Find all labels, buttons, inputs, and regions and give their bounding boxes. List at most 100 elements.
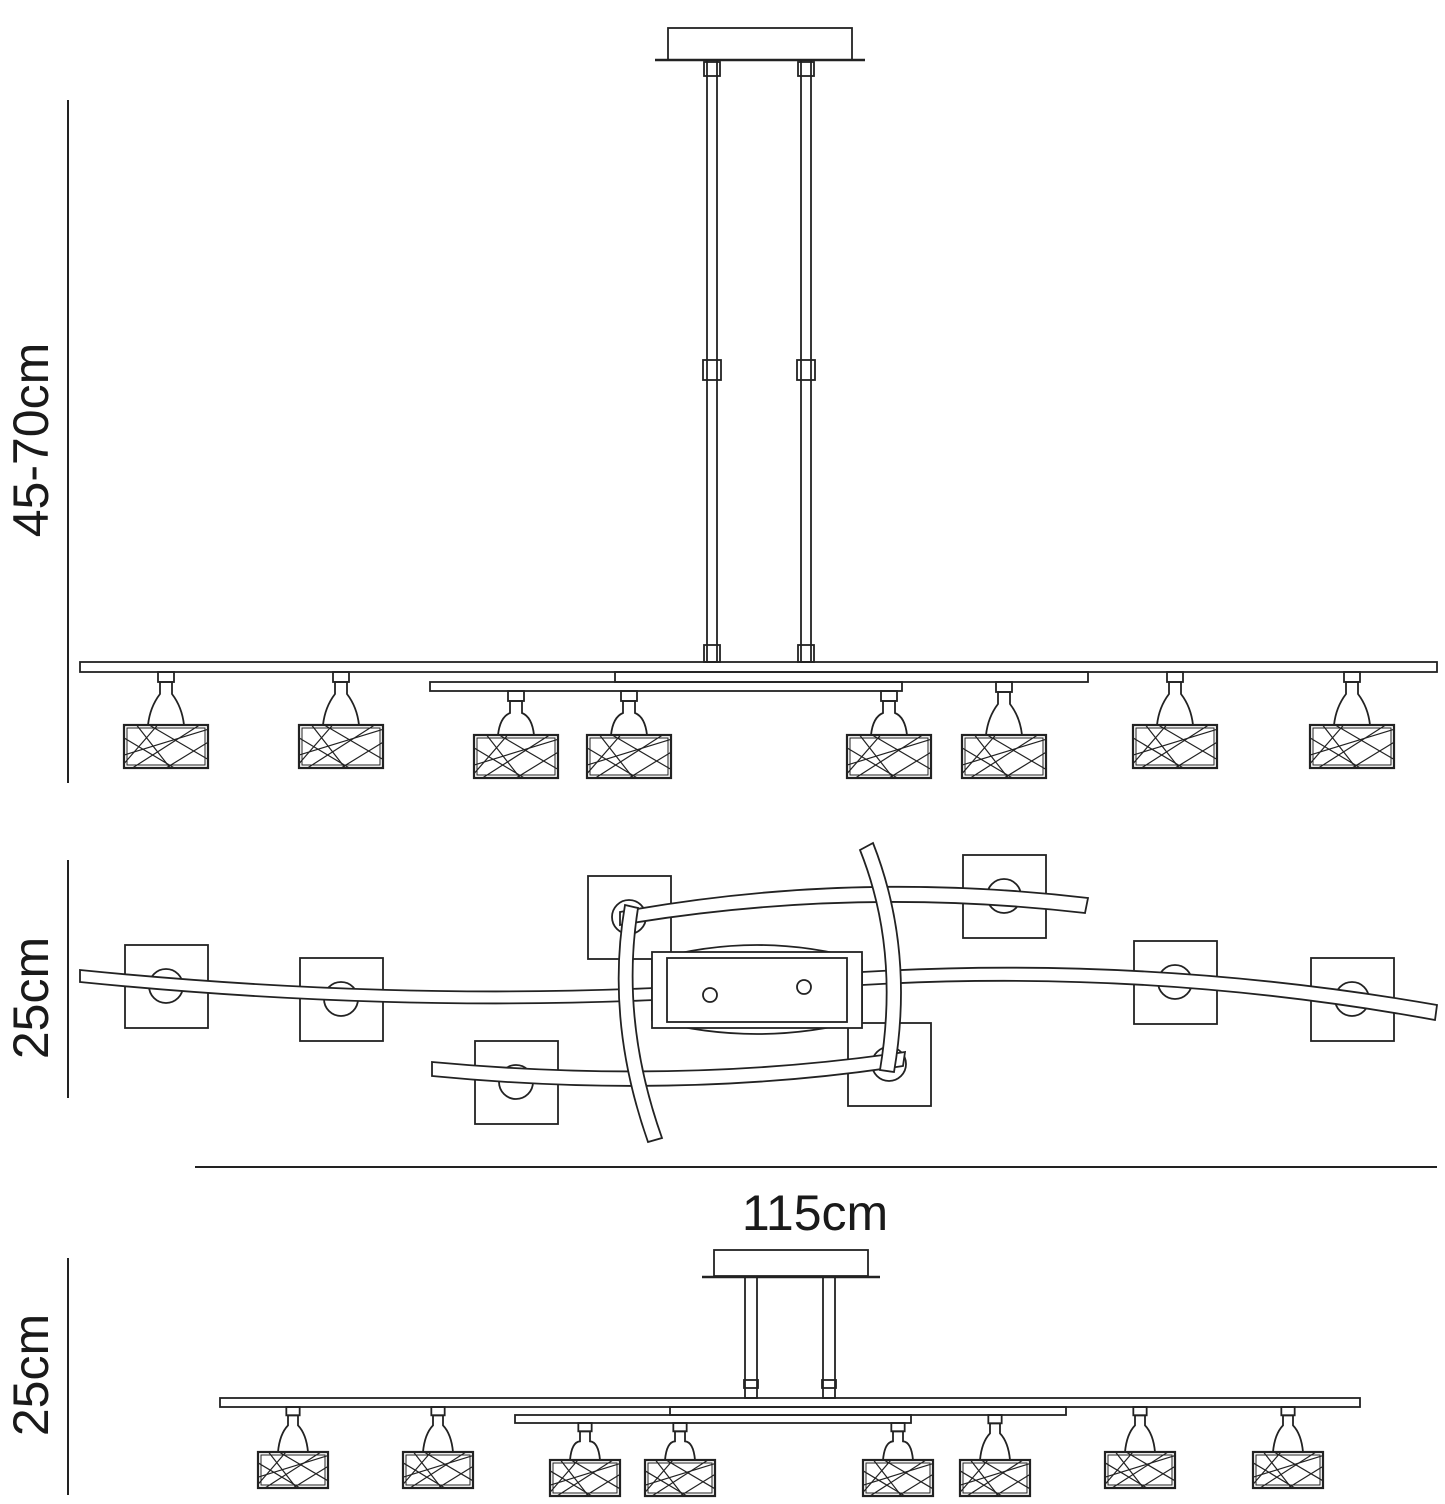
spot-lamp-head — [1155, 681, 1195, 726]
glass-shade-inner — [962, 1462, 1028, 1494]
shade-pattern-line — [570, 1459, 621, 1490]
glass-shade-inner — [476, 737, 556, 776]
suspension-rod — [706, 59, 718, 663]
shade-pattern-line — [1259, 1451, 1317, 1489]
flush-height-label: 25cm — [3, 1314, 59, 1436]
shade-pattern-line — [556, 1459, 614, 1497]
shade-pattern-line — [1132, 724, 1168, 765]
shade-pattern-line — [515, 751, 559, 779]
shade-pattern-line — [655, 1459, 684, 1497]
secondary-bar — [429, 681, 903, 692]
light-arm — [79, 969, 656, 1005]
secondary-bar — [669, 1406, 1067, 1416]
shade-pattern-line — [628, 751, 672, 779]
spot-mount — [1166, 671, 1184, 683]
shade-pattern-line — [1003, 751, 1047, 779]
shade-pattern-line — [136, 724, 171, 769]
spot-lamp-head — [569, 1430, 601, 1461]
shade-pattern-line — [862, 1459, 892, 1493]
glass-shade-inner — [589, 737, 669, 776]
light-arm — [858, 841, 902, 1074]
spot-lamp-head — [321, 681, 361, 726]
spot-mount — [430, 1406, 446, 1417]
shade-pattern-line — [846, 734, 882, 775]
spot-mount — [880, 690, 898, 702]
glass-shade-inner — [1312, 727, 1392, 766]
shade-pattern-line — [980, 1459, 1031, 1490]
total-width-label: 115cm — [742, 1185, 888, 1241]
shade-pattern-line — [586, 738, 672, 766]
shade-pattern-line — [986, 734, 1047, 770]
glass-shade-inner — [964, 737, 1044, 776]
shade-pattern-line — [549, 1459, 579, 1493]
shade-pattern-line — [959, 1463, 1031, 1486]
shade-pattern-line — [549, 1463, 621, 1486]
spot-mount — [285, 1406, 301, 1417]
drop-height-label: 45-70cm — [3, 343, 59, 538]
central-canopy — [651, 951, 863, 1029]
glass-shade-inner — [1255, 1454, 1321, 1486]
spot-lamp-head — [277, 1414, 309, 1453]
spot-lamp-head — [609, 700, 649, 736]
shade-pattern-line — [883, 1459, 934, 1490]
shade-pattern-line — [599, 734, 634, 779]
glass-shade-inner — [1107, 1454, 1173, 1486]
glass-shade-inner — [552, 1462, 618, 1494]
shade-pattern-line — [859, 734, 894, 779]
shade-pattern-line — [257, 1451, 287, 1485]
shade-pattern-line — [473, 734, 509, 775]
spot-mount — [672, 1422, 688, 1433]
secondary-bar — [514, 1414, 912, 1424]
glass-shade-inner — [260, 1454, 326, 1486]
shade-pattern-line — [1111, 1451, 1169, 1489]
shade-pattern-line — [482, 734, 550, 779]
shade-pattern-line — [595, 734, 663, 779]
shade-pattern-line — [871, 734, 932, 770]
shade-pattern-line — [1309, 728, 1395, 756]
spot-mount — [890, 1422, 906, 1433]
shade-pattern-line — [1351, 741, 1395, 769]
shade-pattern-line — [264, 1451, 322, 1489]
glass-shade-inner — [849, 737, 929, 776]
shade-pattern-line — [888, 751, 932, 779]
shade-pattern-line — [323, 724, 384, 760]
shade-pattern-line — [473, 738, 559, 766]
spot-mount — [1280, 1406, 1296, 1417]
spot-mount — [157, 671, 175, 683]
semi-flush-elevation-view — [219, 1249, 1361, 1498]
ceiling-canopy — [713, 1249, 869, 1277]
shade-pattern-line — [1263, 1451, 1292, 1489]
shade-pattern-line — [869, 1459, 927, 1497]
light-arm — [431, 1050, 907, 1087]
spot-lamp-head — [1332, 681, 1372, 726]
shade-pattern-line — [1252, 1451, 1282, 1485]
spot-lamp-head — [496, 700, 536, 736]
shade-pattern-line — [611, 734, 672, 770]
shade-pattern-line — [1157, 724, 1218, 760]
spot-lamp-head — [869, 700, 909, 736]
shade-pattern-line — [959, 1459, 989, 1493]
light-arm — [861, 966, 1439, 1022]
shade-pattern-line — [897, 1473, 934, 1497]
shade-pattern-line — [413, 1451, 442, 1489]
spot-lamp-head — [1272, 1414, 1304, 1453]
plan-depth-label: 25cm — [3, 937, 59, 1059]
spot-lamp-head — [1124, 1414, 1156, 1453]
shade-pattern-line — [278, 1451, 329, 1482]
shade-pattern-line — [1318, 724, 1386, 769]
shade-pattern-line — [961, 738, 1047, 766]
shade-pattern-line — [586, 734, 622, 775]
shade-pattern-line — [644, 1459, 674, 1493]
shade-pattern-line — [665, 1459, 716, 1490]
shade-pattern-line — [402, 1451, 432, 1485]
shade-pattern-line — [292, 1465, 329, 1489]
main-bar — [219, 1397, 1361, 1408]
shade-pattern-line — [165, 741, 209, 769]
shade-pattern-line — [148, 724, 209, 760]
rod-clamp — [743, 1379, 759, 1389]
shade-pattern-line — [651, 1459, 709, 1497]
shade-pattern-line — [855, 734, 923, 779]
glass-shade-inner — [865, 1462, 931, 1494]
